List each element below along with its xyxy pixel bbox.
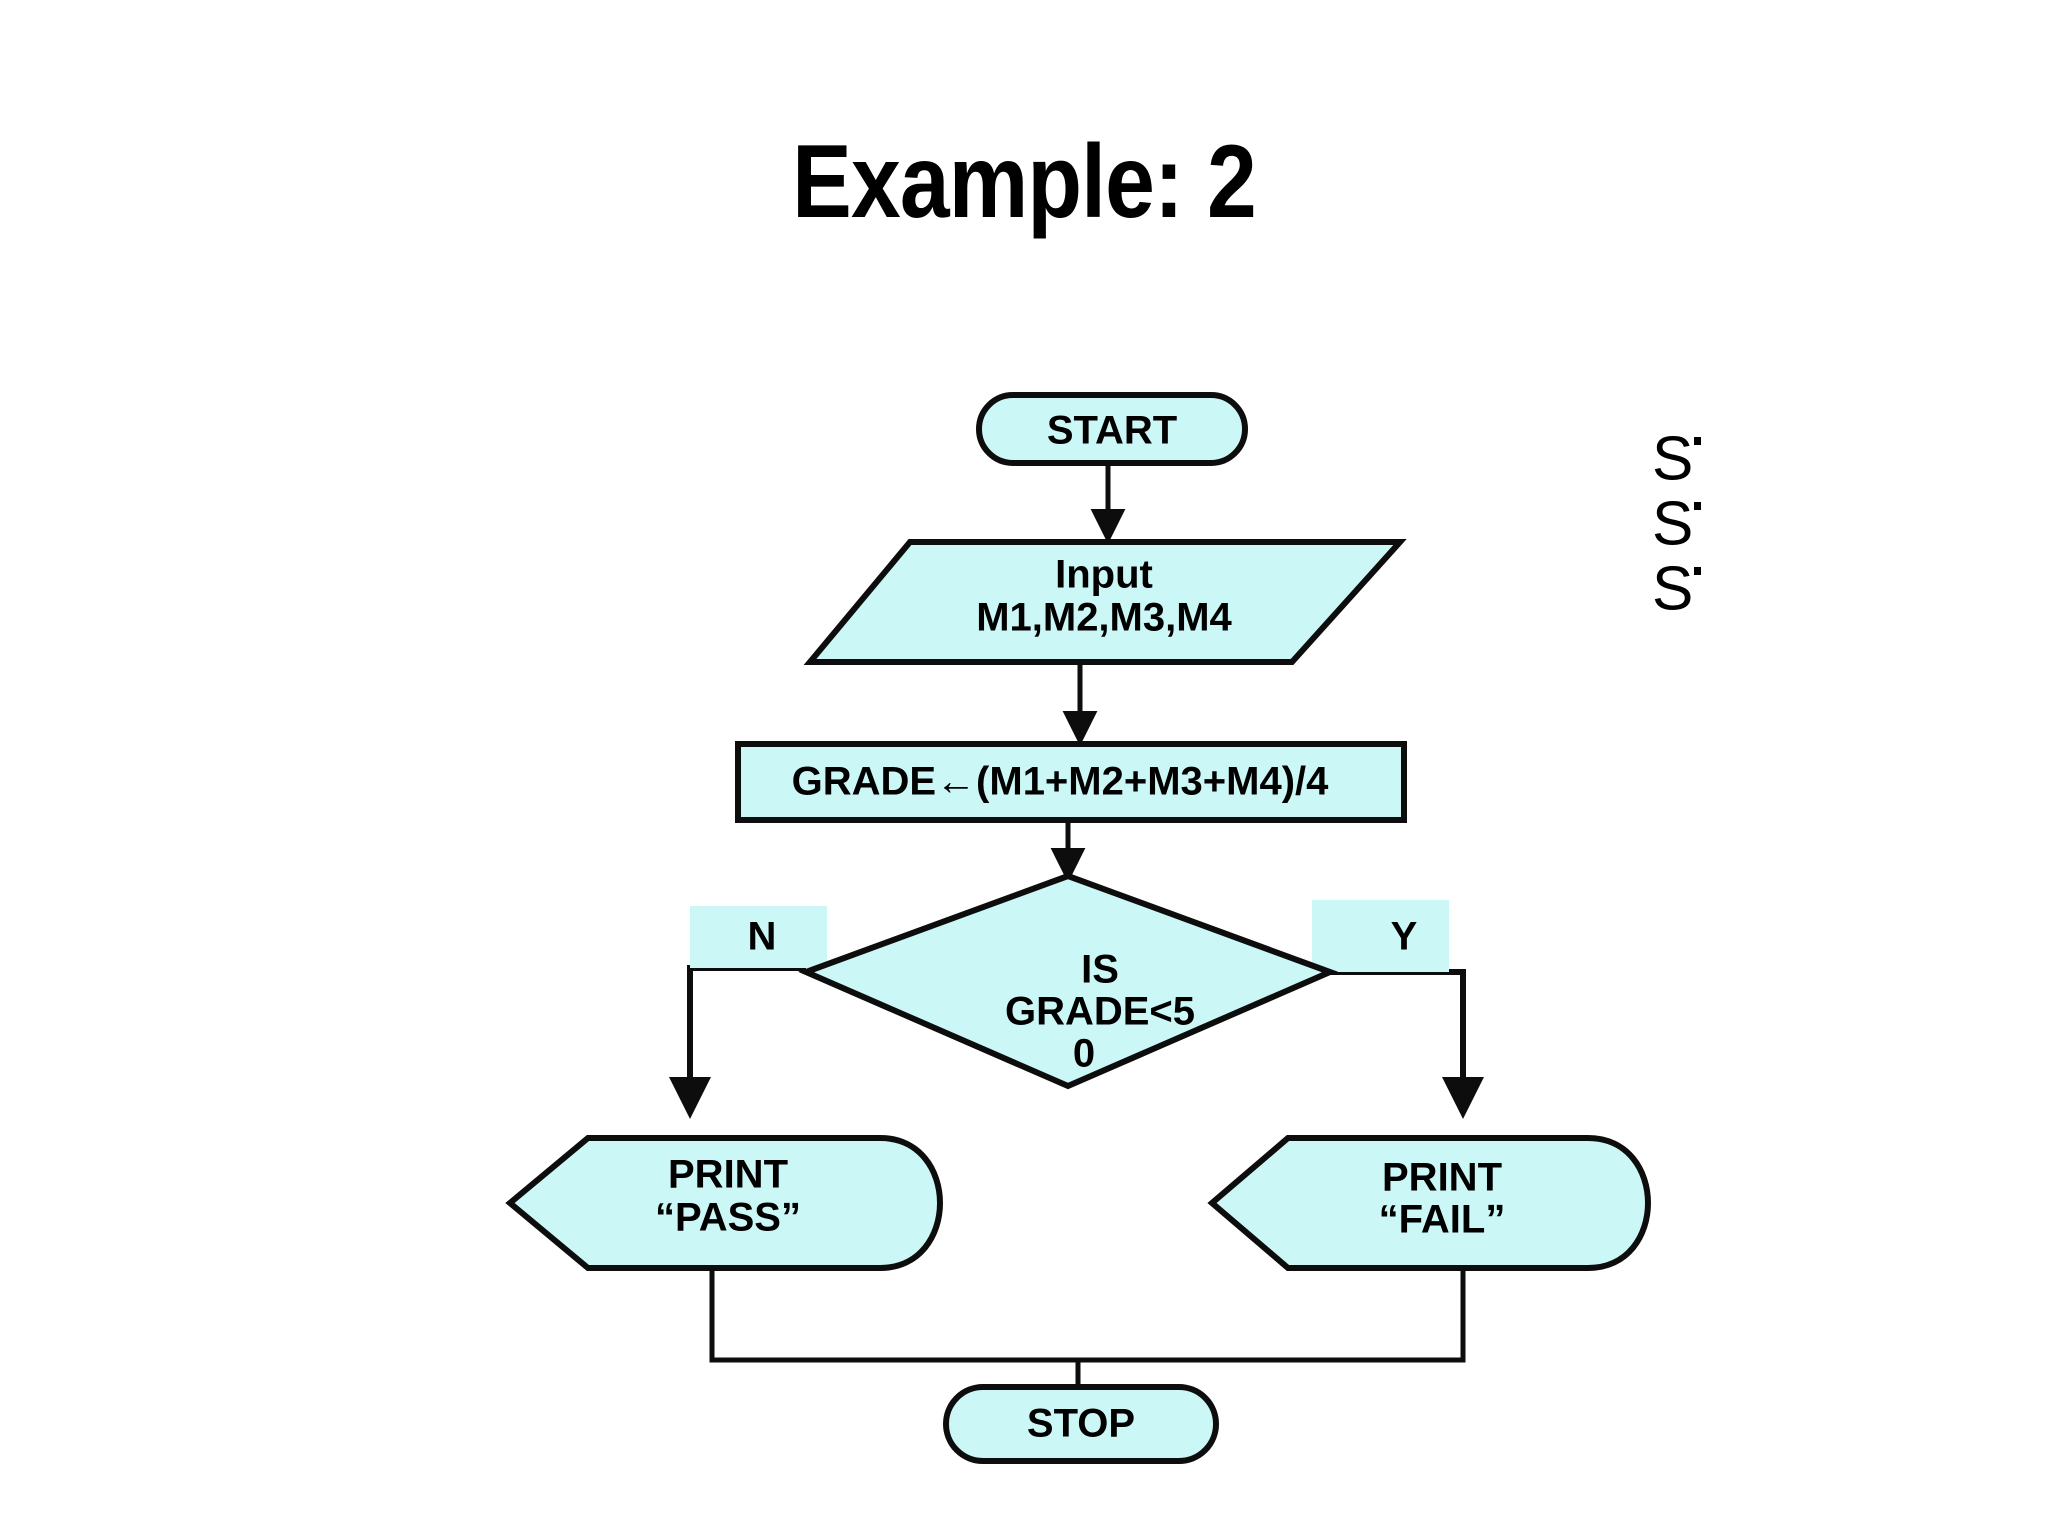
- clipped-line-1: S: [1652, 424, 1693, 493]
- clipped-fragment-1: [1694, 437, 1701, 445]
- edge-print-fail-to-stop: [1078, 1268, 1466, 1363]
- node-decision-label-line2: GRADE<5: [1005, 990, 1195, 1034]
- node-input-label-line2: M1,M2,M3,M4: [976, 596, 1232, 640]
- node-stop[interactable]: STOP: [943, 1384, 1219, 1464]
- node-decision-label-line3: 0: [1073, 1032, 1095, 1076]
- node-stop-shape[interactable]: [943, 1384, 1219, 1464]
- node-process-label: GRADE←(M1+M2+M3+M4)/4: [792, 760, 1330, 804]
- branch-label-layer: N Y: [690, 900, 1449, 972]
- node-input[interactable]: Input M1,M2,M3,M4: [803, 539, 1407, 665]
- node-start[interactable]: START: [976, 392, 1248, 466]
- node-input-shape[interactable]: [803, 539, 1407, 665]
- node-process-shape[interactable]: [735, 741, 1407, 823]
- node-stop-label: STOP: [1027, 1402, 1135, 1446]
- node-input-label-line1: Input: [1055, 553, 1153, 597]
- node-start-shape[interactable]: [976, 392, 1248, 466]
- edge-decision-to-print-pass: [669, 965, 806, 1119]
- branch-label-yes: Y: [1391, 915, 1418, 959]
- node-print-fail[interactable]: PRINT “FAIL”: [1207, 1135, 1651, 1271]
- node-decision-shape[interactable]: [797, 872, 1339, 1090]
- node-print-fail-shape[interactable]: [1207, 1135, 1651, 1271]
- node-print-pass[interactable]: PRINT “PASS”: [505, 1135, 943, 1271]
- clipped-fragment-2: [1694, 502, 1701, 510]
- edge-print-pass-to-stop: [709, 1268, 1078, 1363]
- node-decision[interactable]: IS GRADE<5 0: [797, 872, 1339, 1090]
- margin-clipped-text: S S S: [1652, 424, 1701, 623]
- branch-label-yes-box: [1312, 900, 1449, 972]
- node-print-fail-label-line1: PRINT: [1382, 1156, 1502, 1200]
- page-title: Example: 2: [792, 124, 1257, 240]
- node-start-label: START: [1047, 409, 1177, 453]
- node-print-fail-label-line2: “FAIL”: [1379, 1198, 1506, 1242]
- edge-decision-to-print-fail: [1330, 969, 1484, 1119]
- clipped-fragment-3: [1694, 567, 1701, 575]
- node-decision-label-line1: IS: [1081, 948, 1119, 992]
- branch-label-no-box: [690, 906, 827, 968]
- branch-label-no: N: [748, 915, 777, 959]
- node-print-pass-label-line2: “PASS”: [655, 1196, 801, 1240]
- clipped-line-2: S: [1652, 489, 1693, 558]
- node-process[interactable]: GRADE←(M1+M2+M3+M4)/4: [735, 741, 1407, 823]
- node-print-pass-label-line1: PRINT: [668, 1153, 788, 1197]
- node-print-pass-shape[interactable]: [505, 1135, 943, 1271]
- clipped-line-3: S: [1652, 554, 1693, 623]
